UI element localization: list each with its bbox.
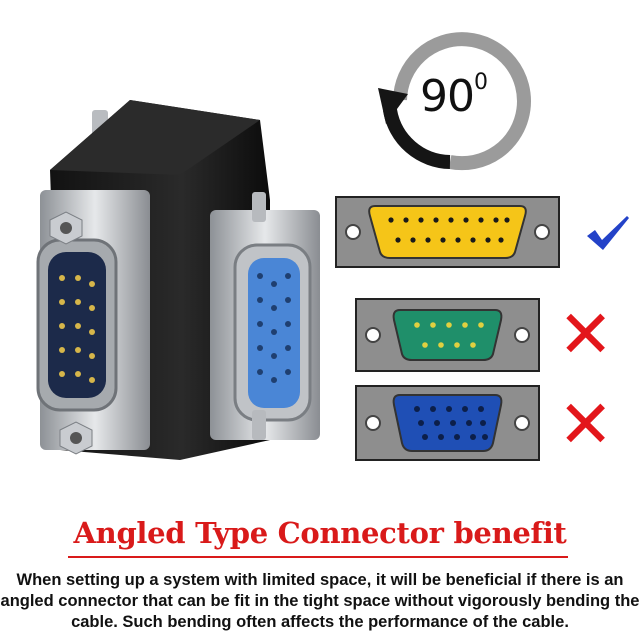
x-icon: ✕ (558, 386, 614, 463)
vga-port (355, 385, 540, 461)
headline: Angled Type Connector benefit (73, 516, 567, 550)
adapter-photo (36, 100, 320, 460)
db9-port (355, 298, 540, 372)
headline-underline (68, 556, 568, 558)
angle-value: 90 (420, 71, 475, 122)
check-icon (587, 216, 629, 250)
degree-mark: 0 (474, 70, 488, 95)
x-icon: ✕ (558, 296, 614, 373)
description: When setting up a system with limited sp… (0, 571, 640, 631)
rotation-90-icon (378, 32, 531, 171)
angle-label: 900 (420, 70, 488, 122)
db15-port (335, 196, 560, 268)
